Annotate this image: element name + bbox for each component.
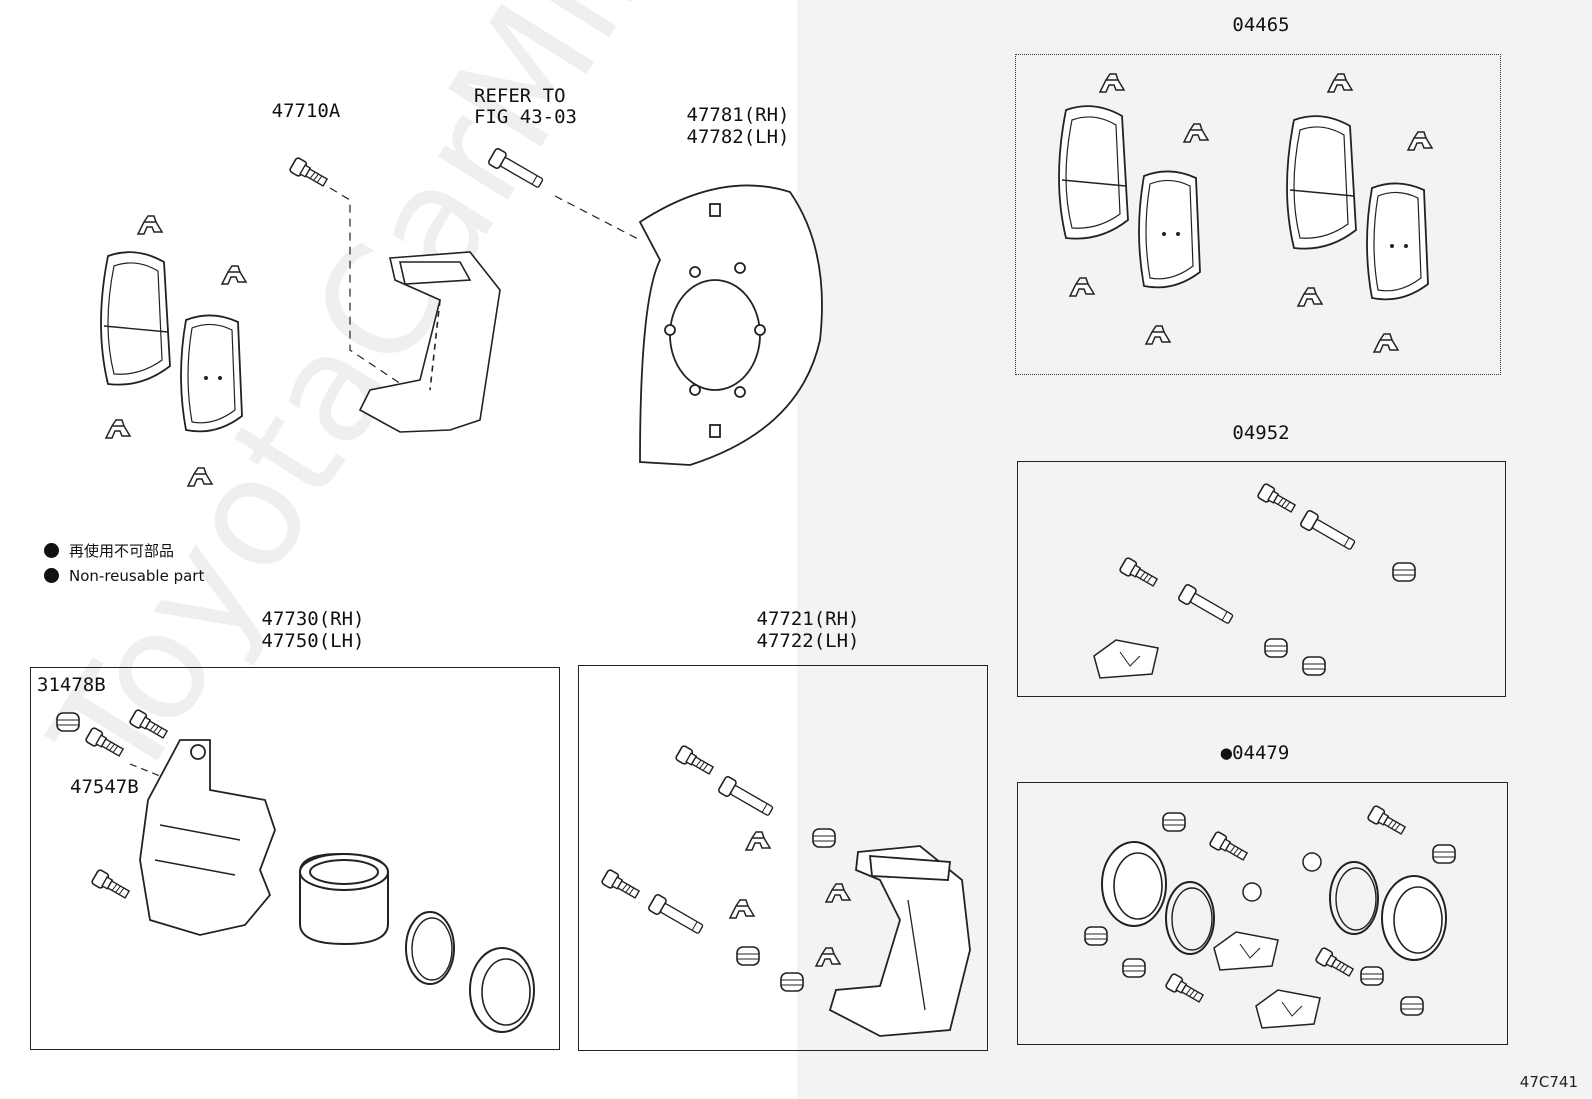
pad-kit-parts xyxy=(1058,73,1433,353)
label-47547B[interactable]: 47547B xyxy=(70,776,139,798)
disc-dust-cover xyxy=(638,184,823,466)
diagram-code: 47C741 xyxy=(1519,1073,1578,1091)
mounting-center xyxy=(358,251,501,433)
legend-jp: 再使用不可部品 xyxy=(69,542,175,560)
legend: 再使用不可部品 Non-reusable part xyxy=(44,538,204,588)
caliper-box xyxy=(30,667,560,1050)
label-04479[interactable]: ●04479 xyxy=(1220,742,1290,764)
support-kit-parts xyxy=(1093,482,1416,679)
bullet-icon xyxy=(44,568,59,583)
label-47721-rh[interactable]: 47721(RH) xyxy=(756,608,860,630)
caliper-parts xyxy=(56,708,535,1033)
label-47781-rh[interactable]: 47781(RH) xyxy=(686,104,790,126)
label-47730-rh[interactable]: 47730(RH) xyxy=(261,608,365,630)
label-04465[interactable]: 04465 xyxy=(1232,14,1290,36)
bullet-icon xyxy=(44,543,59,558)
label-47782-lh[interactable]: 47782(LH) xyxy=(686,126,790,148)
cylinder-kit-parts xyxy=(1084,804,1456,1029)
label-refer-to: REFER TO xyxy=(474,85,566,107)
cylinder-kit-box xyxy=(1017,782,1508,1045)
label-04952[interactable]: 04952 xyxy=(1232,422,1290,444)
label-47750-lh[interactable]: 47750(LH) xyxy=(261,630,365,652)
pad-set-left xyxy=(100,215,247,487)
label-47722-lh[interactable]: 47722(LH) xyxy=(756,630,860,652)
mounting-parts xyxy=(600,744,971,1037)
label-47710A[interactable]: 47710A xyxy=(271,100,341,122)
label-31478B[interactable]: 31478B xyxy=(37,674,106,696)
label-fig-43-03[interactable]: FIG 43-03 xyxy=(474,106,577,128)
support-kit-box xyxy=(1017,461,1506,697)
mounting-box xyxy=(578,665,988,1051)
pad-kit-box xyxy=(1015,54,1501,375)
legend-en: Non-reusable part xyxy=(69,566,205,585)
